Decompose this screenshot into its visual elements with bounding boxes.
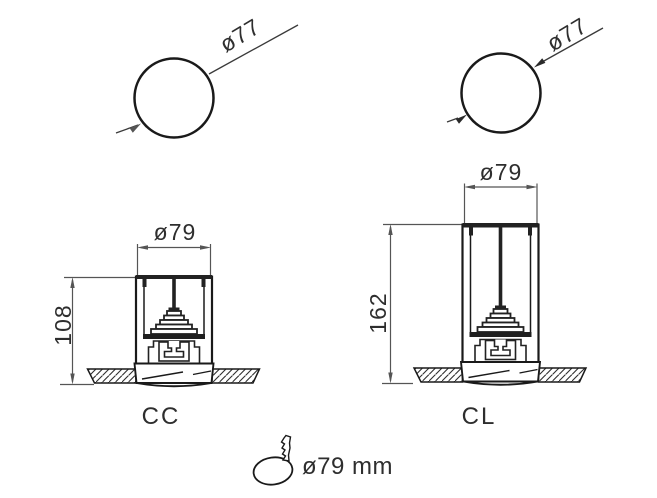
cutout-note: ø79 mm (252, 434, 393, 486)
cl-front-view: ø79 162 CL (365, 159, 587, 430)
cl-top-circle (460, 52, 542, 134)
cc-base-plate (143, 334, 205, 339)
cl-height-arrow-top-icon (388, 224, 393, 235)
cc-top-view: ø77 (115, 13, 299, 139)
cc-variant-label: CC (142, 403, 181, 430)
cc-top-diameter-label: ø77 (215, 13, 265, 57)
cl-trim-ring (460, 361, 541, 386)
cc-width-arrow-left-icon (137, 245, 148, 250)
cc-width-dim-label: ø79 (154, 219, 197, 245)
cl-lamp-cone (476, 305, 525, 333)
cl-lamp-stem (498, 227, 503, 306)
spring-icon (280, 434, 292, 462)
cl-mounting-bracket (474, 338, 527, 363)
cl-base-plate (469, 332, 532, 337)
cc-top-circle (133, 57, 215, 139)
cl-top-diameter-label: ø77 (542, 12, 592, 56)
cc-front-view: ø79 108 CC (50, 219, 261, 430)
cc-height-arrow-top-icon (70, 277, 75, 288)
cl-top-view: ø77 (446, 12, 604, 134)
cl-diameter-leader-tail (446, 117, 459, 123)
cc-fixture-body (134, 275, 214, 364)
cc-width-arrow-right-icon (200, 245, 211, 250)
cl-height-arrow-bottom-icon (388, 372, 393, 384)
cl-width-arrow-left-icon (464, 184, 475, 190)
cc-body-top-band (136, 275, 212, 279)
cl-diameter-leader-line (542, 27, 604, 63)
cutout-hole-icon (252, 456, 294, 486)
cl-body-top-band (462, 223, 539, 228)
cutout-diameter-label: ø79 mm (302, 453, 393, 480)
cl-variant-label: CL (462, 403, 497, 430)
cl-leader-arrow-top-icon (534, 58, 546, 68)
cl-leader-arrow-bottom-icon (455, 114, 467, 124)
cl-width-arrow-right-icon (526, 184, 538, 190)
cc-diameter-leader-line (208, 24, 299, 75)
cc-mounting-bracket (147, 340, 201, 364)
cc-lamp-cone (150, 307, 198, 335)
cc-trim-ring (133, 362, 215, 388)
cc-height-dim-label: 108 (50, 304, 76, 345)
cc-leader-arrow-icon (129, 123, 141, 133)
cc-lamp-stem (172, 279, 176, 308)
cl-width-dim-label: ø79 (480, 159, 523, 185)
cl-height-dim-label: 162 (365, 292, 391, 333)
cc-height-arrow-bottom-icon (70, 373, 75, 385)
cl-fixture-body (461, 223, 540, 363)
